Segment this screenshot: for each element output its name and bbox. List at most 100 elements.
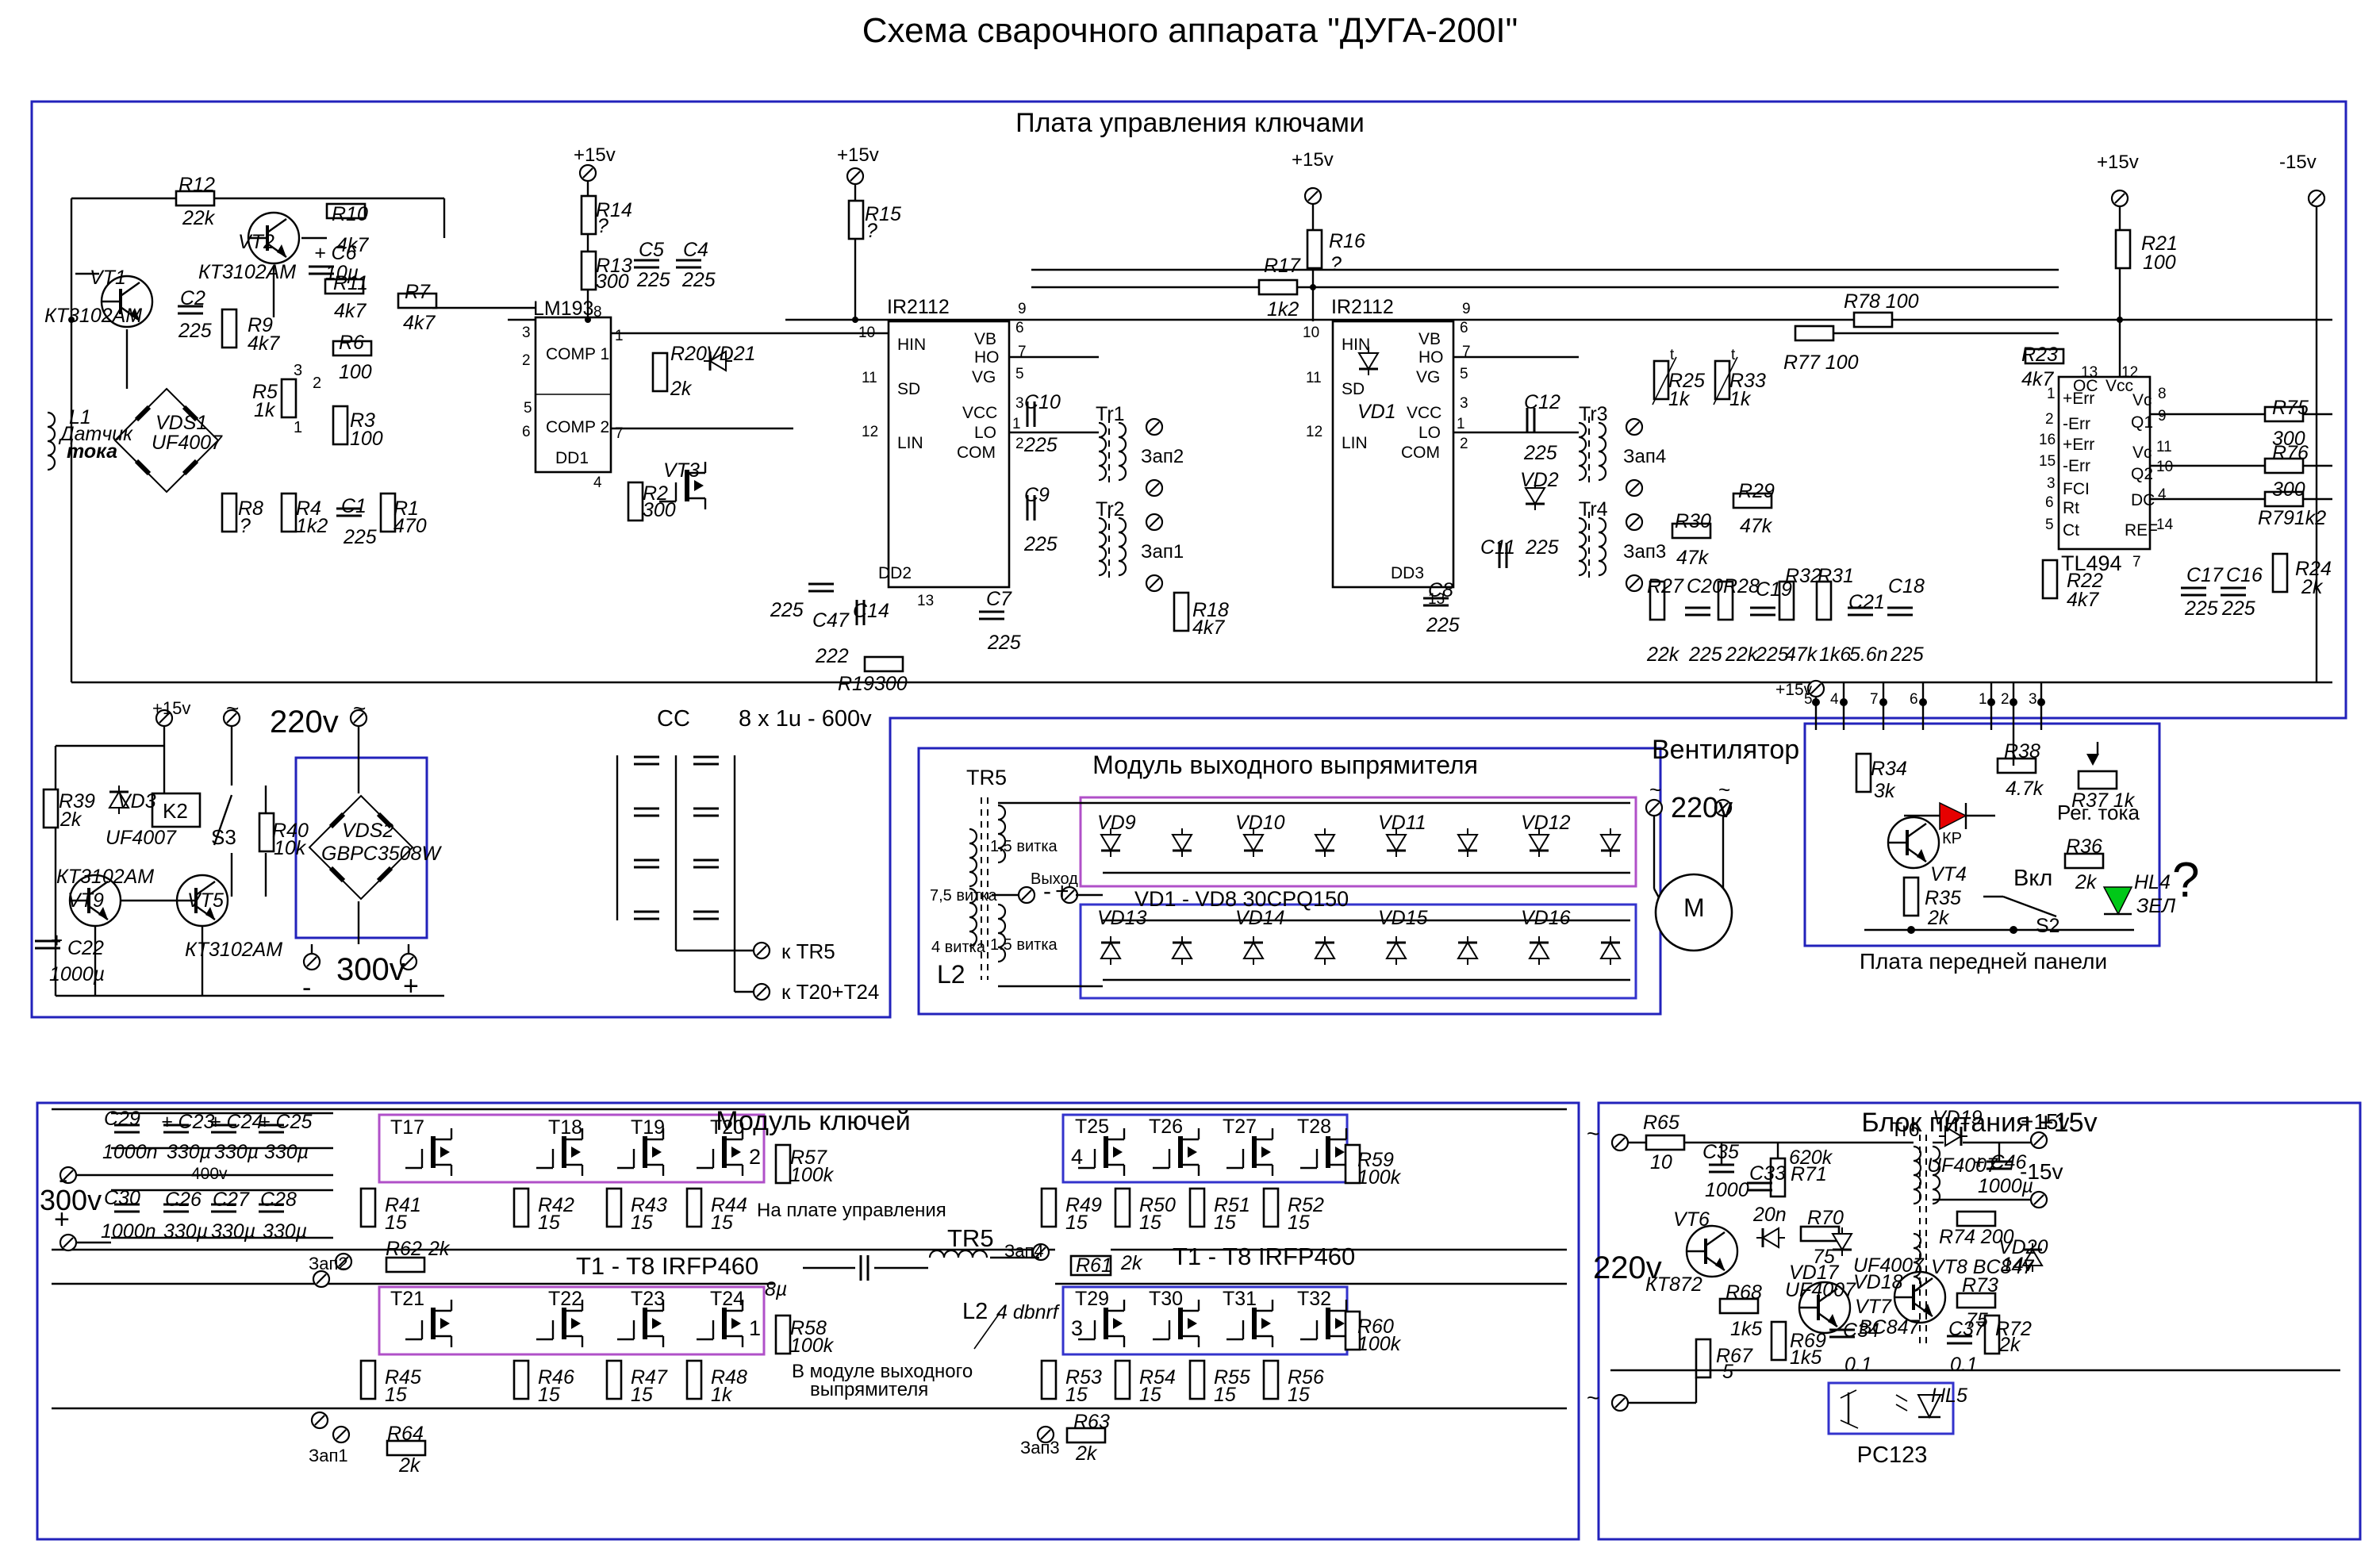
res-r61-box <box>1069 1254 1112 1277</box>
label-l2b: L2 <box>962 1299 988 1324</box>
label-c34v: 0.1 <box>1844 1354 1872 1376</box>
label-tlp12: 12 <box>2121 364 2139 381</box>
label-ir1p3: 3 <box>1015 395 1024 412</box>
label-ir1p5: 5 <box>1015 366 1024 382</box>
label-r55v: 15 <box>1214 1384 1236 1406</box>
label-ir1lo: LO <box>974 424 997 442</box>
control-board-outline <box>30 100 2347 1019</box>
label-c16v: 225 <box>2222 597 2255 620</box>
label-zap2: Зап2 <box>1141 446 1184 467</box>
label-ir2com: COM <box>1401 444 1440 462</box>
label-r70v: 75 <box>1813 1246 1835 1268</box>
label-vt8: VT8 BC847 <box>1931 1256 2034 1278</box>
label-tlp9: 9 <box>2158 408 2167 424</box>
label-vd14: VD14 <box>1235 907 1285 929</box>
label-dd2: DD2 <box>878 564 912 582</box>
label-dd1p4: 4 <box>593 474 602 491</box>
label-ir2p7: 7 <box>1462 344 1471 360</box>
label-ptl1: ~ <box>1587 1121 1600 1146</box>
label-tlp1: 1 <box>2047 386 2056 402</box>
vd13-16-group <box>1079 903 1637 1000</box>
label-tr3: Tr3 <box>1579 403 1608 425</box>
label-t19: T19 <box>631 1116 666 1139</box>
label-tlct: Ct <box>2063 521 2079 540</box>
page-title: Схема сварочного аппарата "ДУГА-200I" <box>862 11 1518 50</box>
label-r30: R30 <box>1675 510 1711 532</box>
label-ir2p12: 12 <box>1306 424 1323 440</box>
pc123-opto <box>1840 1389 1942 1429</box>
label-t26: T26 <box>1149 1116 1184 1138</box>
label-r2: R2 <box>643 482 668 505</box>
label-v300: 300v <box>336 952 405 987</box>
label-zap4: Зап4 <box>1623 446 1667 467</box>
label-r27v: 22k <box>1647 643 1679 666</box>
label-dd1p6: 6 <box>522 424 531 440</box>
label-r65v: 10 <box>1650 1151 1672 1173</box>
label-r40: R40 <box>272 820 309 842</box>
label-til2: ~ <box>353 696 367 720</box>
label-tlfci: FCI <box>2063 480 2090 498</box>
label-c29v: 1000n <box>102 1141 158 1163</box>
label-dd1: DD1 <box>555 449 589 467</box>
label-r59: R59 <box>1357 1149 1394 1171</box>
label-r63v: 2k <box>1076 1442 1097 1465</box>
key-module-title: Модуль ключей <box>716 1106 911 1136</box>
label-vd3: VD3 <box>117 790 156 812</box>
label-r77: R77 100 <box>1783 351 1859 374</box>
label-r34v: 3k <box>1874 780 1895 802</box>
label-ir1ho: HO <box>974 348 1000 367</box>
label-c2v: 225 <box>178 320 212 342</box>
label-c17v: 225 <box>2185 597 2218 620</box>
label-r71v: 620k <box>1789 1147 1833 1169</box>
label-r16: R16 <box>1329 230 1365 252</box>
front-panel-title: Плата передней панели <box>1859 949 2108 974</box>
label-r60: R60 <box>1357 1316 1394 1338</box>
label-c4: C4 <box>683 239 708 261</box>
label-dd1p7: 7 <box>615 425 624 442</box>
rectifier-module-outline <box>917 747 1662 1016</box>
label-tlvcc: Vcc <box>2106 377 2134 395</box>
label-r34: R34 <box>1871 758 1907 780</box>
label-vd17t: UF4007 <box>1785 1279 1856 1301</box>
label-s2: S2 <box>2036 915 2060 937</box>
label-r29: R29 <box>1738 480 1775 502</box>
label-dd1p1: 1 <box>615 328 624 344</box>
label-r21: R21 <box>2141 232 2178 255</box>
label-ir2p1: 1 <box>1457 416 1465 432</box>
label-r10: R10 <box>332 203 368 225</box>
label-r47v: 15 <box>631 1384 653 1406</box>
label-p15d: +15v <box>2097 152 2139 173</box>
label-tlrt: Rt <box>2063 499 2079 517</box>
label-vm: - <box>302 973 312 1003</box>
label-cc: CC <box>657 706 690 732</box>
label-r45v: 15 <box>385 1384 407 1406</box>
label-c35v: 1000 <box>1705 1179 1749 1201</box>
label-r75: R75 <box>2272 397 2309 419</box>
label-r68: R68 <box>1726 1281 1762 1304</box>
label-vt7t: BC847 <box>1859 1316 1920 1339</box>
label-p220: 220v <box>1593 1250 1662 1285</box>
label-r36: R36 <box>2066 835 2102 858</box>
key-module-outline <box>36 1101 1580 1541</box>
label-r1v: 470 <box>393 515 427 537</box>
label-tr6: Tr6 <box>1891 1119 1920 1141</box>
label-vd12: VD12 <box>1521 812 1571 834</box>
label-comp2: COMP 2 <box>546 418 610 436</box>
chip-tl494 <box>2057 375 2152 551</box>
label-c1: C1 <box>341 495 367 517</box>
label-r2v: 300 <box>643 499 676 521</box>
label-r12: R12 <box>178 174 215 196</box>
label-ftl2: ~ <box>1718 778 1731 801</box>
label-r79: R791k2 <box>2258 507 2327 529</box>
label-r32: R32 <box>1785 565 1821 587</box>
label-r40v: 10k <box>274 837 306 859</box>
label-r60v: 100k <box>1357 1333 1401 1355</box>
label-r24: R24 <box>2295 558 2332 580</box>
label-tlp5: 5 <box>2045 517 2054 533</box>
label-zap3: Зап3 <box>1623 541 1667 563</box>
label-tlp11: 11 <box>2156 439 2172 455</box>
label-tlvc1: Vc <box>2132 391 2152 409</box>
label-c23v: 330µ <box>167 1141 212 1163</box>
control-board-title: Плата управления ключами <box>1015 108 1365 138</box>
